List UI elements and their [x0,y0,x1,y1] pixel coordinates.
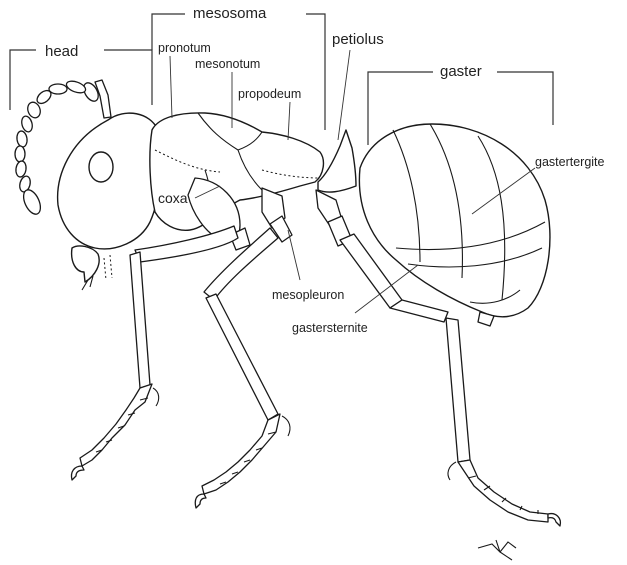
head-bracket [10,50,152,110]
label-mesosoma: mesosoma [193,5,267,22]
mandible [72,246,100,282]
label-coxa: coxa [158,190,188,206]
label-mesonotum: mesonotum [195,57,260,71]
label-head: head [45,43,78,60]
compound-eye [89,152,113,182]
label-gaster: gaster [440,63,482,80]
tarsus-fragment [478,540,516,560]
head-capsule [58,113,162,290]
label-gastertergite: gastertergite [535,155,605,169]
label-pronotum: pronotum [158,41,211,55]
label-petiolus: petiolus [332,31,384,48]
label-mesopleuron: mesopleuron [272,288,344,302]
mesosoma-bracket [152,14,325,130]
label-propodeum: propodeum [238,87,301,101]
label-gastersternite: gastersternite [292,321,368,335]
